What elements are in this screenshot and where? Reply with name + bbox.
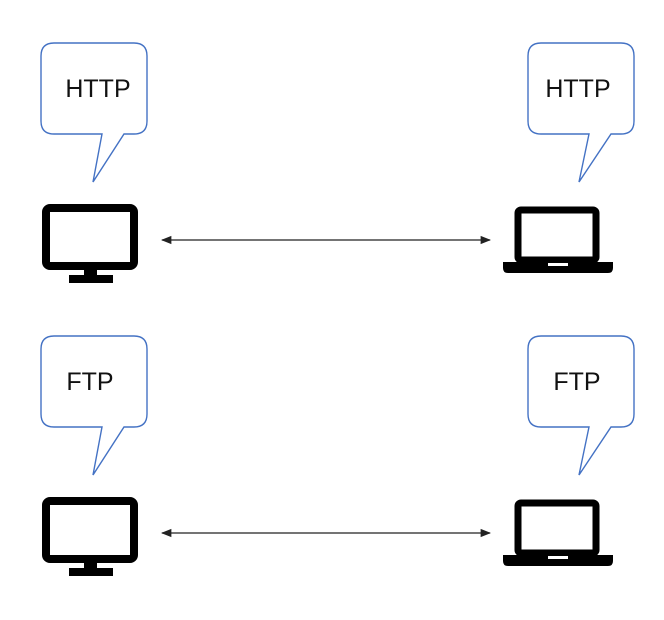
speech-bubble-left-http: HTTP <box>40 42 148 183</box>
bubble-label-left-http: HTTP <box>65 75 130 103</box>
desktop-monitor-icon <box>42 497 138 576</box>
row-ftp: FTP FTP <box>40 335 635 576</box>
desktop-monitor-icon <box>42 204 138 283</box>
speech-bubble-left-ftp: FTP <box>40 335 148 476</box>
row-http: HTTP HTTP <box>40 42 635 283</box>
laptop-icon <box>503 499 613 566</box>
bubble-label-right-http: HTTP <box>545 75 610 103</box>
bubble-label-right-ftp: FTP <box>553 368 600 396</box>
speech-bubble-right-http: HTTP <box>527 42 635 183</box>
laptop-icon <box>503 206 613 273</box>
bubble-label-left-ftp: FTP <box>66 368 113 396</box>
speech-bubble-right-ftp: FTP <box>527 335 635 476</box>
